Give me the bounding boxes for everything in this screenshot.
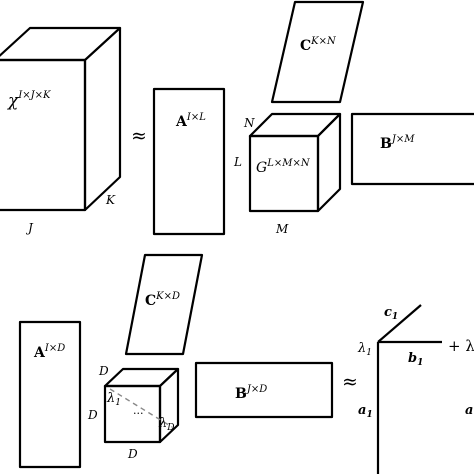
tensor-x-dim-j: J bbox=[25, 221, 34, 235]
cp-factor-b-matrix: BJ×D bbox=[194, 361, 334, 419]
cp-core-dim-bottom: D bbox=[127, 447, 138, 461]
approx-symbol-top: ≈ bbox=[131, 125, 147, 147]
core-g-top-face bbox=[248, 112, 342, 138]
approx-symbol-bottom: ≈ bbox=[342, 371, 358, 393]
core-dim-n: N bbox=[243, 116, 255, 130]
factor-a-label: AI×L bbox=[175, 112, 206, 130]
core-dim-l: L bbox=[233, 155, 242, 169]
factor-a-rect bbox=[152, 87, 226, 236]
cp-lambda-d: λD bbox=[158, 416, 174, 433]
tensor-x-dim-k: K bbox=[105, 193, 116, 207]
rank-one-a1-label: a1 bbox=[358, 403, 373, 420]
tensor-x-label: χI×J×K bbox=[7, 90, 51, 111]
factor-c-label: CK×N bbox=[300, 36, 337, 54]
core-g-label: GL×M×N bbox=[256, 158, 311, 176]
cp-lambda-1: λ1 bbox=[106, 391, 121, 408]
cp-factor-c-shape bbox=[124, 253, 204, 356]
factor-b-rect bbox=[350, 112, 474, 186]
cp-diagonal-dots: ... bbox=[133, 404, 144, 417]
cp-factor-a-matrix: AI×D bbox=[18, 320, 82, 469]
factor-a-matrix: AI×L bbox=[152, 87, 226, 236]
tensor-x-front-face bbox=[0, 58, 87, 212]
core-tensor-g: GL×M×N N L M bbox=[233, 112, 342, 236]
core-g-front-face bbox=[248, 134, 320, 213]
cp-factor-c-label: CK×D bbox=[145, 291, 180, 309]
factor-c-shape bbox=[270, 0, 365, 104]
cp-core-top-face bbox=[103, 367, 180, 388]
cp-core-dim-top: D bbox=[98, 364, 109, 378]
core-dim-m: M bbox=[275, 222, 289, 236]
cp-decomposition: AI×D CK×D λ1 ... λD D D D BJ×D ≈ bbox=[18, 253, 474, 474]
cp-rank-one-term: c1 λ1 b1 a1 + λ a bbox=[357, 304, 474, 474]
cp-core-diagonal bbox=[109, 388, 173, 428]
tensor-x-cube: χI×J×K J K bbox=[0, 26, 122, 235]
rank-one-lambda1-label: λ1 bbox=[357, 341, 372, 358]
cp-core-front-face bbox=[103, 384, 162, 444]
cp-core-dim-left: D bbox=[87, 408, 98, 422]
cp-factor-b-label: BJ×D bbox=[235, 384, 267, 402]
tucker-decomposition: χI×J×K J K ≈ AI×L CK×N GL×M×N N L M bbox=[0, 0, 474, 236]
cp-factor-a-label: AI×D bbox=[33, 343, 65, 361]
tensor-x-side-face bbox=[83, 26, 122, 212]
plus-next-term: + λ bbox=[448, 337, 474, 355]
factor-c-matrix: CK×N bbox=[270, 0, 365, 104]
rank-one-b1-label: b1 bbox=[408, 351, 423, 368]
cp-factor-c-matrix: CK×D bbox=[124, 253, 204, 356]
cp-factor-a-rect bbox=[18, 320, 82, 469]
cp-core-cube: λ1 ... λD D D D bbox=[87, 364, 180, 461]
cp-factor-b-rect bbox=[194, 361, 334, 419]
rank-one-c-axis bbox=[377, 304, 422, 343]
rank-one-c1-label: c1 bbox=[384, 305, 398, 322]
next-term-a-label: a bbox=[465, 403, 473, 418]
factor-b-matrix: BJ×M bbox=[350, 112, 474, 186]
factor-b-label: BJ×M bbox=[380, 134, 415, 152]
core-g-side-face bbox=[316, 112, 342, 213]
